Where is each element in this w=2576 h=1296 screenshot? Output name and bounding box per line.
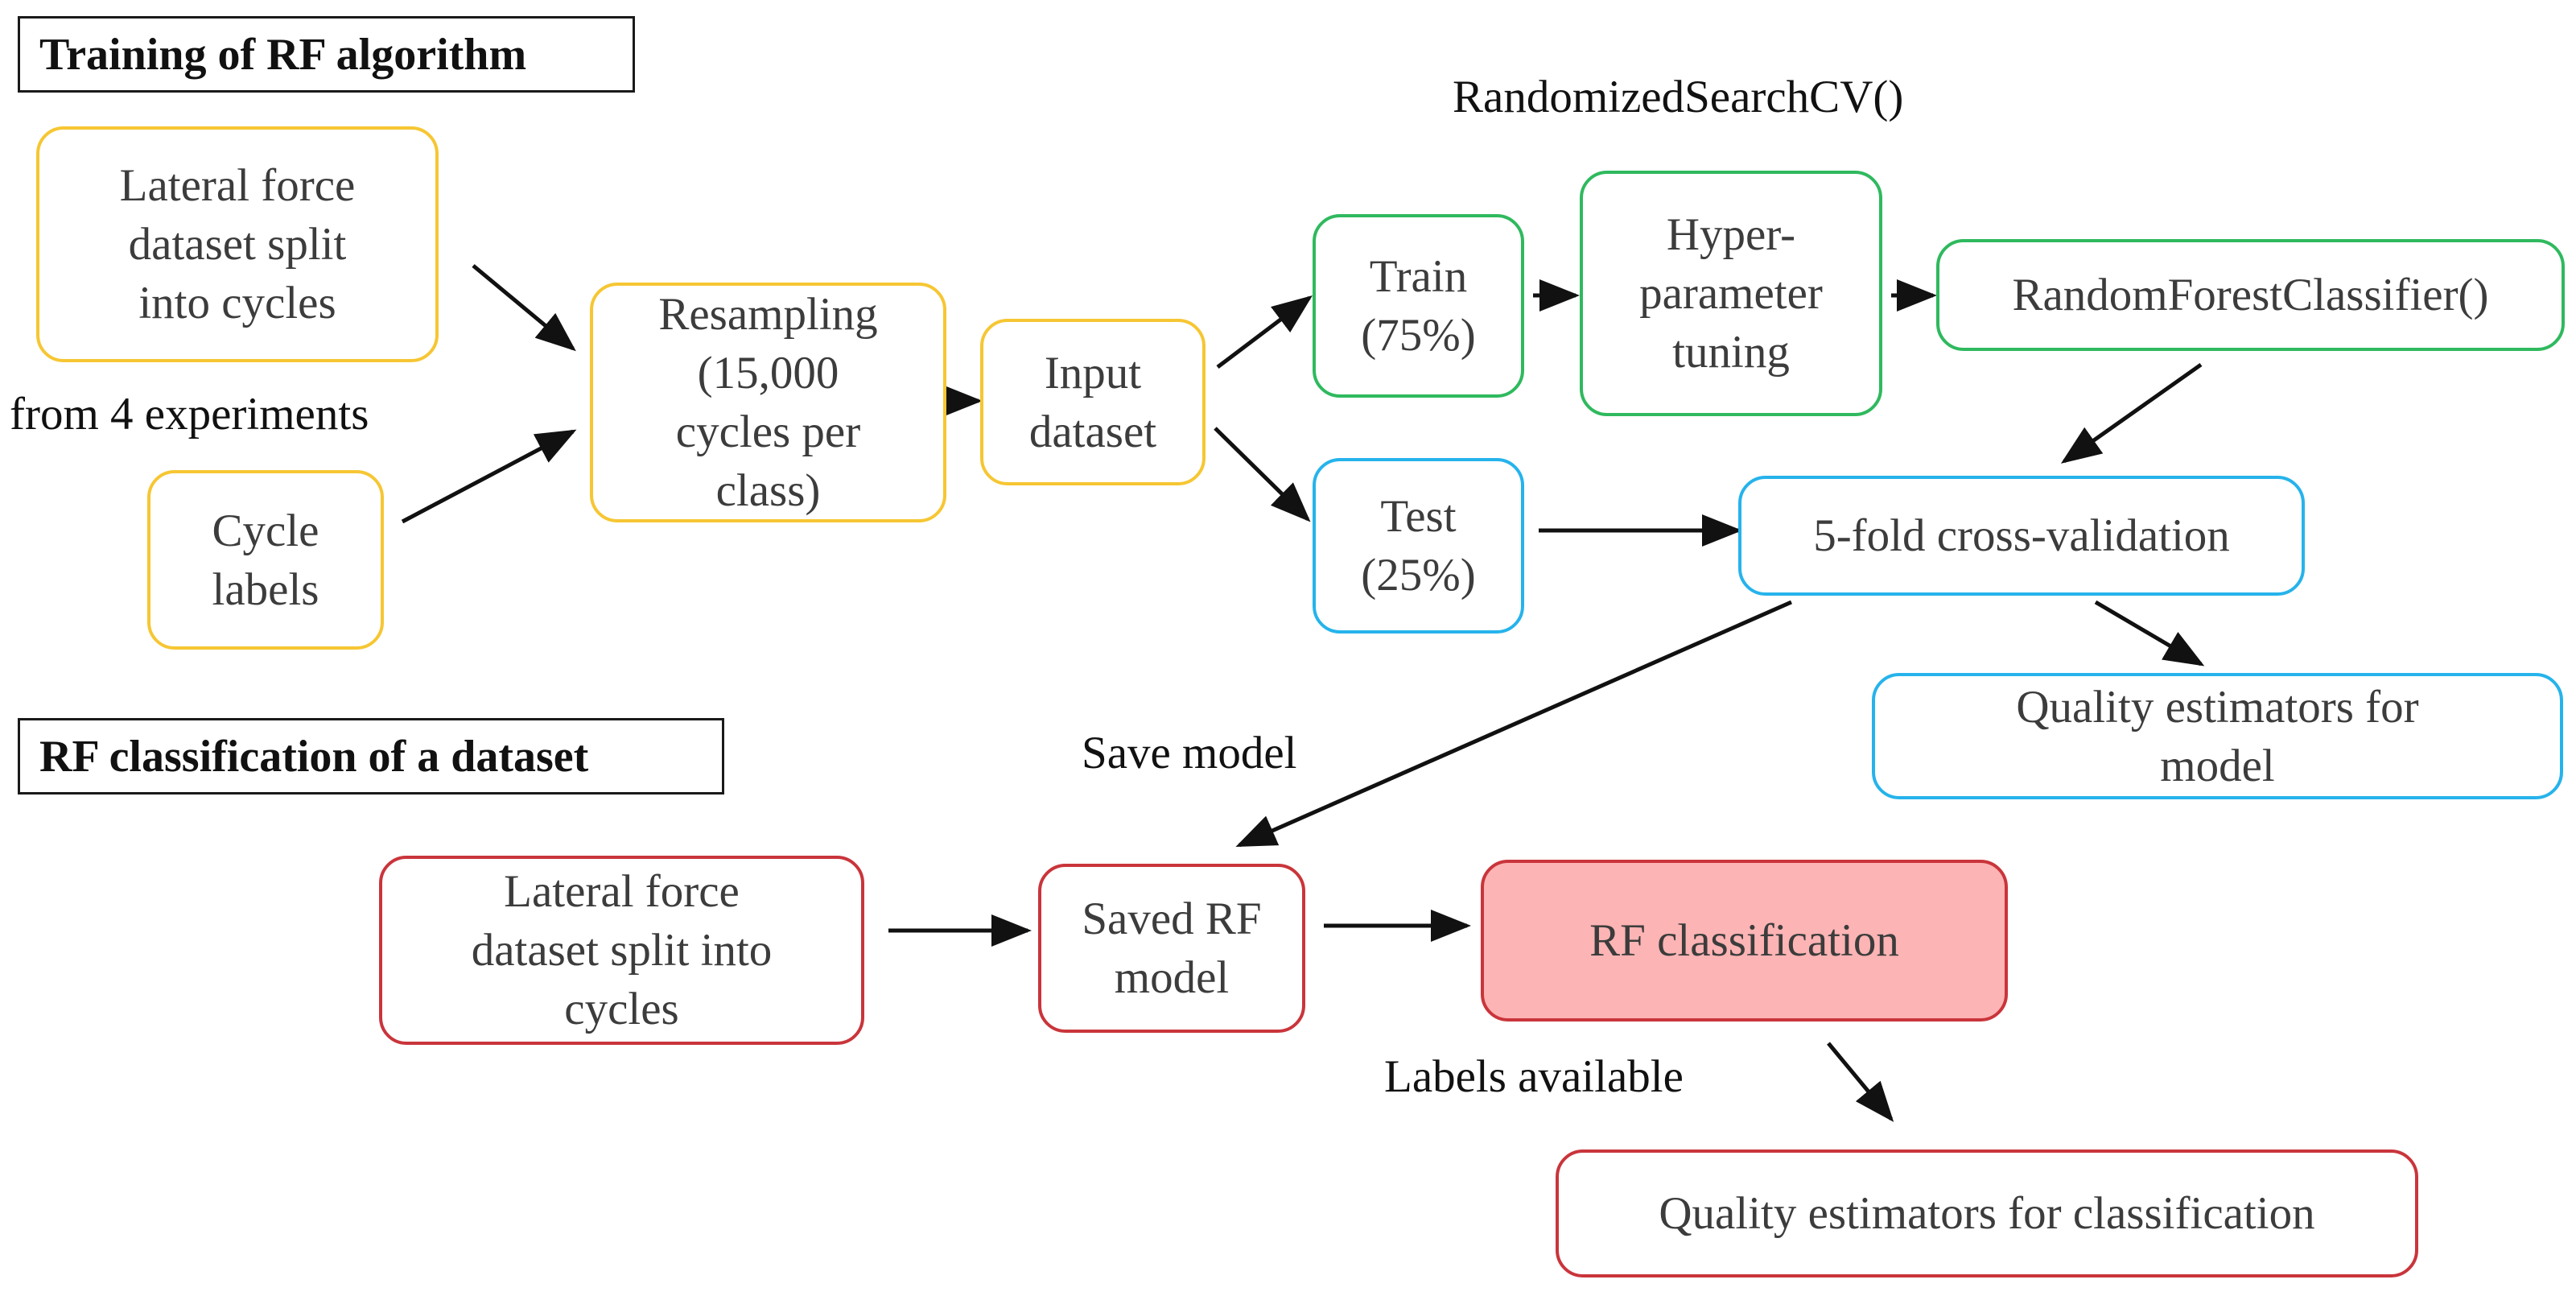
cycle-labels-node: Cycle labels bbox=[147, 470, 384, 650]
quality-estimators-model-node: Quality estimators for model bbox=[1872, 673, 2563, 799]
rf-classification-node: RF classification bbox=[1481, 860, 2008, 1022]
arrow-classifier-to-cv bbox=[2060, 362, 2203, 464]
hyperparameter-tuning-node: Hyper- parameter tuning bbox=[1580, 171, 1882, 416]
resampling-node: Resampling (15,000 cycles per class) bbox=[590, 283, 946, 522]
arrow-lateral-to-resampling bbox=[472, 264, 576, 352]
cross-validation-node: 5-fold cross-validation bbox=[1738, 476, 2305, 596]
saved-rf-model-node: Saved RF model bbox=[1038, 864, 1305, 1033]
section-title-training: Training of RF algorithm bbox=[18, 16, 635, 93]
arrow-cv-to-saved-model bbox=[1235, 600, 1793, 848]
random-forest-classifier-node: RandomForestClassifier() bbox=[1936, 239, 2565, 351]
quality-estimators-classification-node: Quality estimators for classification bbox=[1556, 1149, 2418, 1277]
arrow-labels-to-resampling bbox=[401, 429, 577, 524]
from-experiments-label: from 4 experiments bbox=[10, 389, 369, 440]
train-node: Train (75%) bbox=[1313, 214, 1524, 398]
arrow-classification-to-quality bbox=[1827, 1042, 1894, 1122]
arrow-input-to-train bbox=[1216, 295, 1313, 369]
lateral-force-dataset-classification-node: Lateral force dataset split into cycles bbox=[379, 856, 864, 1045]
input-dataset-node: Input dataset bbox=[980, 319, 1206, 485]
section-title-classification: RF classification of a dataset bbox=[18, 718, 724, 795]
labels-available-label: Labels available bbox=[1384, 1051, 1684, 1102]
arrow-input-to-test bbox=[1214, 427, 1311, 522]
save-model-label: Save model bbox=[1082, 728, 1297, 778]
lateral-force-dataset-node: Lateral force dataset split into cycles bbox=[36, 126, 439, 362]
test-node: Test (25%) bbox=[1313, 458, 1524, 634]
arrow-cv-to-quality-model bbox=[2094, 600, 2205, 667]
randomized-search-label: RandomizedSearchCV() bbox=[1453, 72, 1904, 122]
